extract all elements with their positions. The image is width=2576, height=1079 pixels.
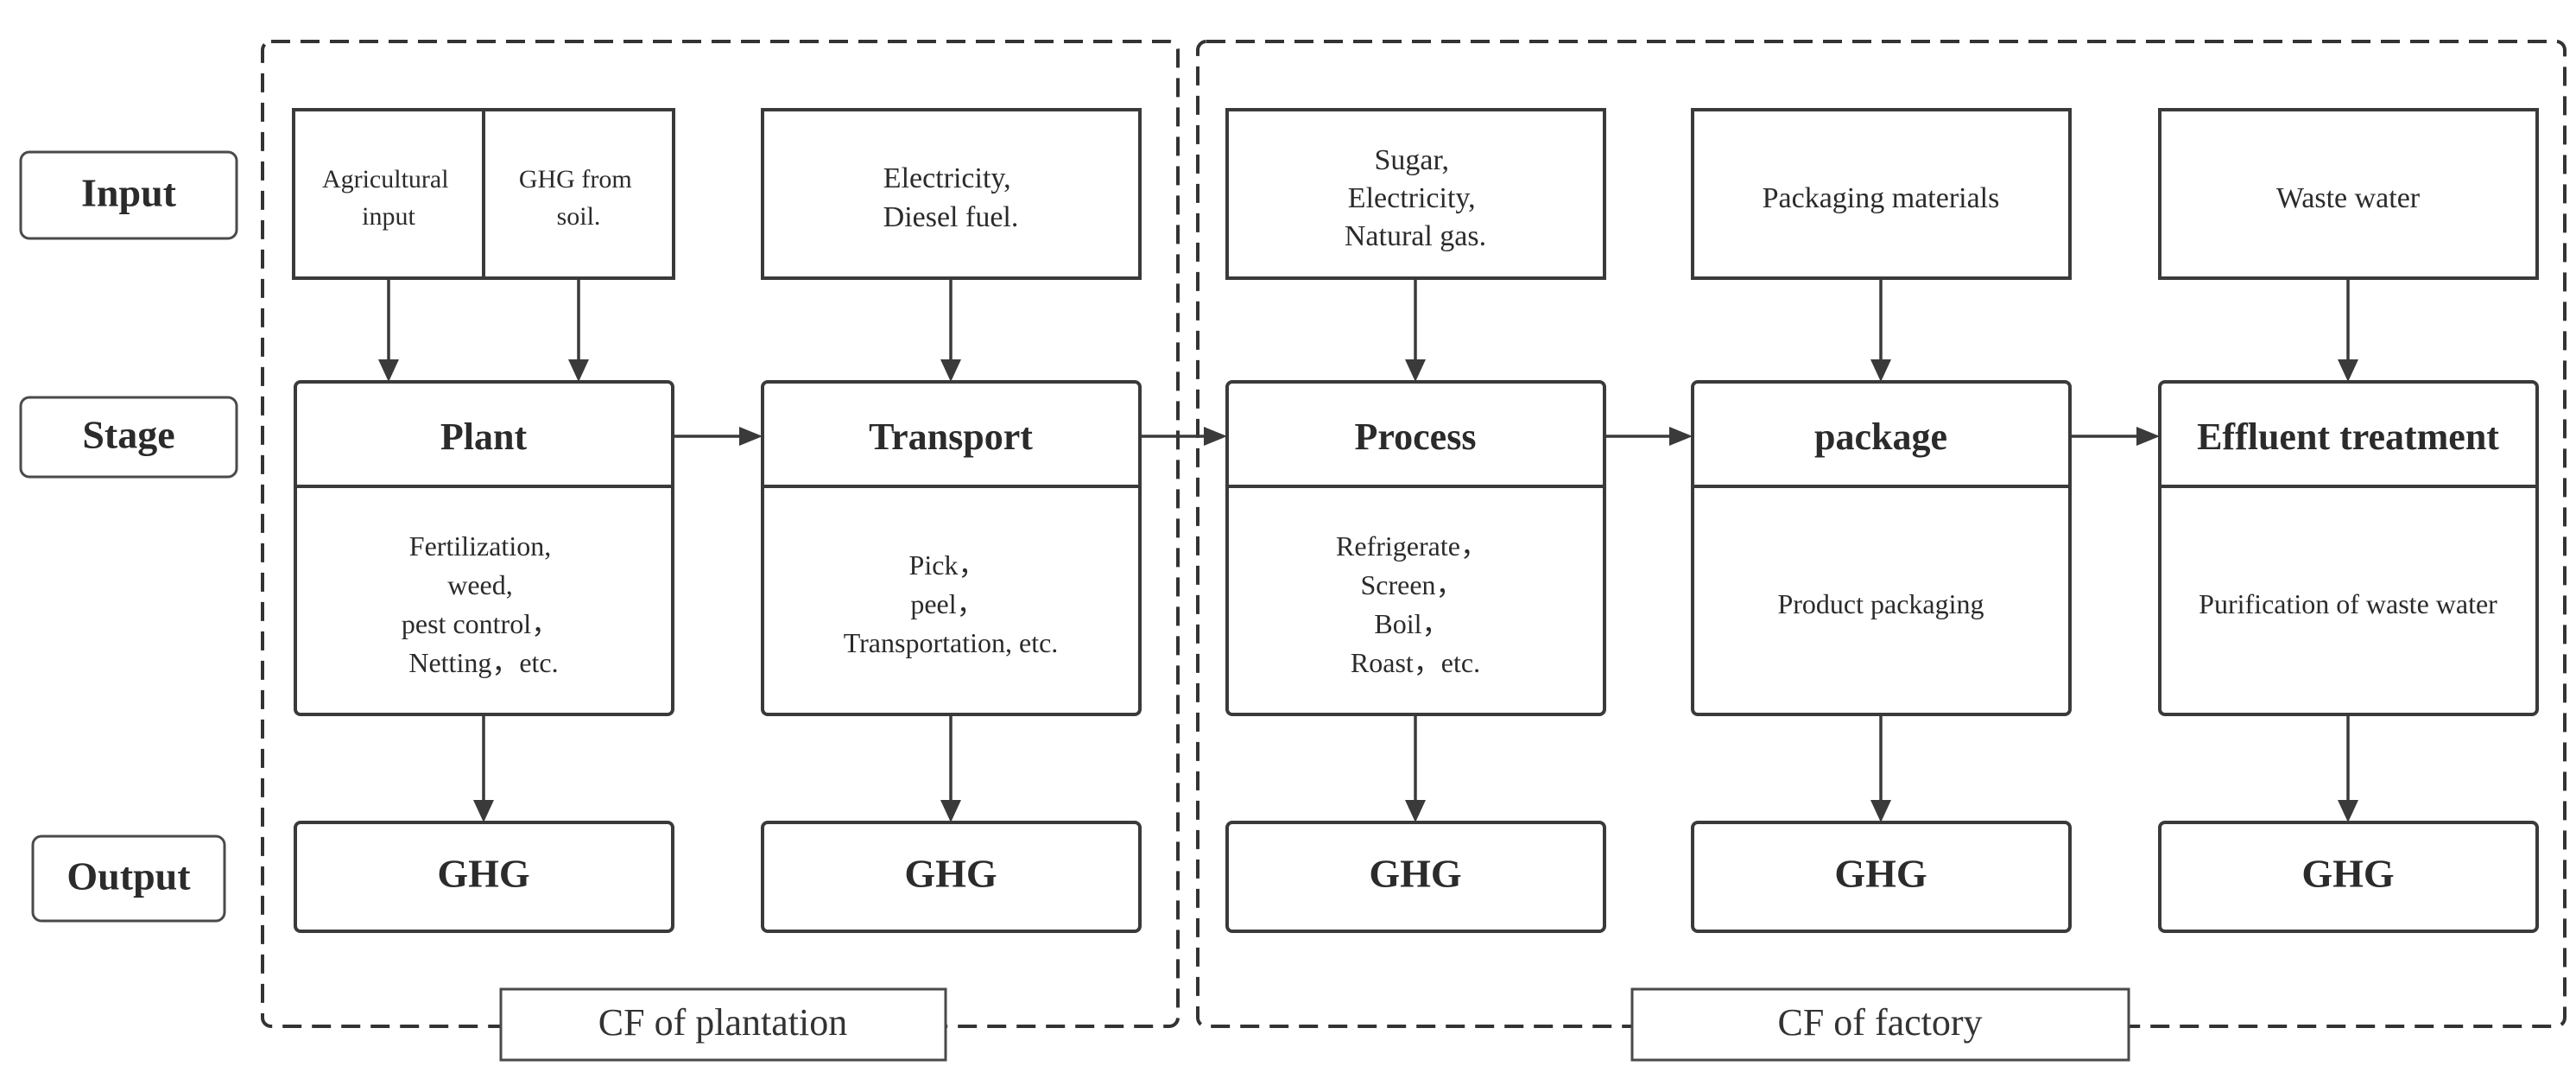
- input-effluent-text: Waste water: [2276, 182, 2421, 214]
- output-box-effluent: GHG: [2158, 821, 2539, 933]
- input-box-agricultural: Agricultural input: [292, 108, 485, 280]
- arrow-package-to-effluent: [2070, 427, 2160, 446]
- stage-details-transport: Pick， peel， Transportation, etc.: [844, 549, 1059, 658]
- stage-box-package: package Product packaging: [1691, 380, 2072, 716]
- output-box-plant: GHG: [294, 821, 674, 933]
- arrow-process-to-package: [1604, 427, 1693, 446]
- output-box-process: GHG: [1225, 821, 1606, 933]
- stage-title-effluent: Effluent treatment: [2197, 416, 2499, 458]
- row-label-stage-text: Stage: [82, 413, 174, 457]
- output-box-package: GHG: [1691, 821, 2072, 933]
- row-label-input-text: Input: [81, 171, 177, 215]
- input-process-text: Sugar, Electricity, Natural gas.: [1345, 144, 1486, 252]
- arrow-input-to-process: [1405, 278, 1426, 382]
- output-ghg-package: GHG: [1834, 852, 1927, 896]
- stage-box-process: Process Refrigerate， Screen， Boil， Roast…: [1225, 380, 1606, 716]
- arrow-transport-to-output: [940, 714, 961, 822]
- stage-title-transport: Transport: [869, 416, 1033, 458]
- stage-title-process: Process: [1355, 416, 1477, 458]
- input-box-transport: Electricity, Diesel fuel.: [761, 108, 1142, 280]
- row-label-stage: Stage: [19, 396, 238, 479]
- arrow-package-to-output: [1870, 714, 1891, 822]
- input-box-effluent: Waste water: [2158, 108, 2539, 280]
- arrow-agricultural-to-plant: [378, 278, 399, 382]
- row-label-output-text: Output: [66, 854, 191, 898]
- input-agricultural-text: Agricultural input: [322, 165, 455, 231]
- arrow-input-to-package: [1870, 278, 1891, 382]
- arrow-soil-to-plant: [568, 278, 589, 382]
- input-soil-text: GHG from soil.: [519, 165, 638, 231]
- group-label-factory: CF of factory: [1630, 987, 2130, 1062]
- stage-box-plant: Plant Fertilization, weed, pest control，…: [294, 380, 674, 716]
- output-ghg-process: GHG: [1369, 852, 1461, 896]
- stage-details-package: Product packaging: [1777, 588, 1984, 619]
- input-box-process: Sugar, Electricity, Natural gas.: [1225, 108, 1606, 280]
- group-label-plantation-text: CF of plantation: [598, 1001, 847, 1044]
- input-transport-text: Electricity, Diesel fuel.: [883, 162, 1019, 233]
- stage-box-effluent: Effluent treatment Purification of waste…: [2158, 380, 2539, 716]
- arrow-effluent-to-output: [2338, 714, 2358, 822]
- arrow-process-to-output: [1405, 714, 1426, 822]
- arrow-plant-to-output: [473, 714, 494, 822]
- stage-details-effluent: Purification of waste water: [2199, 588, 2497, 619]
- plantation-group: [261, 40, 1180, 1028]
- input-box-soil: GHG from soil.: [482, 108, 675, 280]
- output-ghg-effluent: GHG: [2301, 852, 2394, 896]
- stage-details-plant: Fertilization, weed, pest control， Netti…: [402, 530, 566, 678]
- input-box-package: Packaging materials: [1691, 108, 2072, 280]
- stage-title-plant: Plant: [440, 416, 528, 458]
- stage-box-transport: Transport Pick， peel， Transportation, et…: [761, 380, 1142, 716]
- row-label-output: Output: [31, 835, 226, 923]
- group-label-plantation: CF of plantation: [499, 987, 947, 1062]
- arrow-input-to-transport: [940, 278, 961, 382]
- output-box-transport: GHG: [761, 821, 1142, 933]
- group-label-factory-text: CF of factory: [1777, 1001, 1982, 1044]
- output-ghg-transport: GHG: [904, 852, 997, 896]
- stage-details-process: Refrigerate， Screen， Boil， Roast，etc.: [1336, 530, 1495, 678]
- input-package-text: Packaging materials: [1763, 182, 2000, 214]
- arrow-plant-to-transport: [673, 427, 763, 446]
- output-ghg-plant: GHG: [437, 852, 529, 896]
- stage-title-package: package: [1814, 416, 1947, 458]
- arrow-input-to-effluent: [2338, 278, 2358, 382]
- arrow-transport-to-process: [1140, 427, 1227, 446]
- row-label-input: Input: [19, 150, 238, 240]
